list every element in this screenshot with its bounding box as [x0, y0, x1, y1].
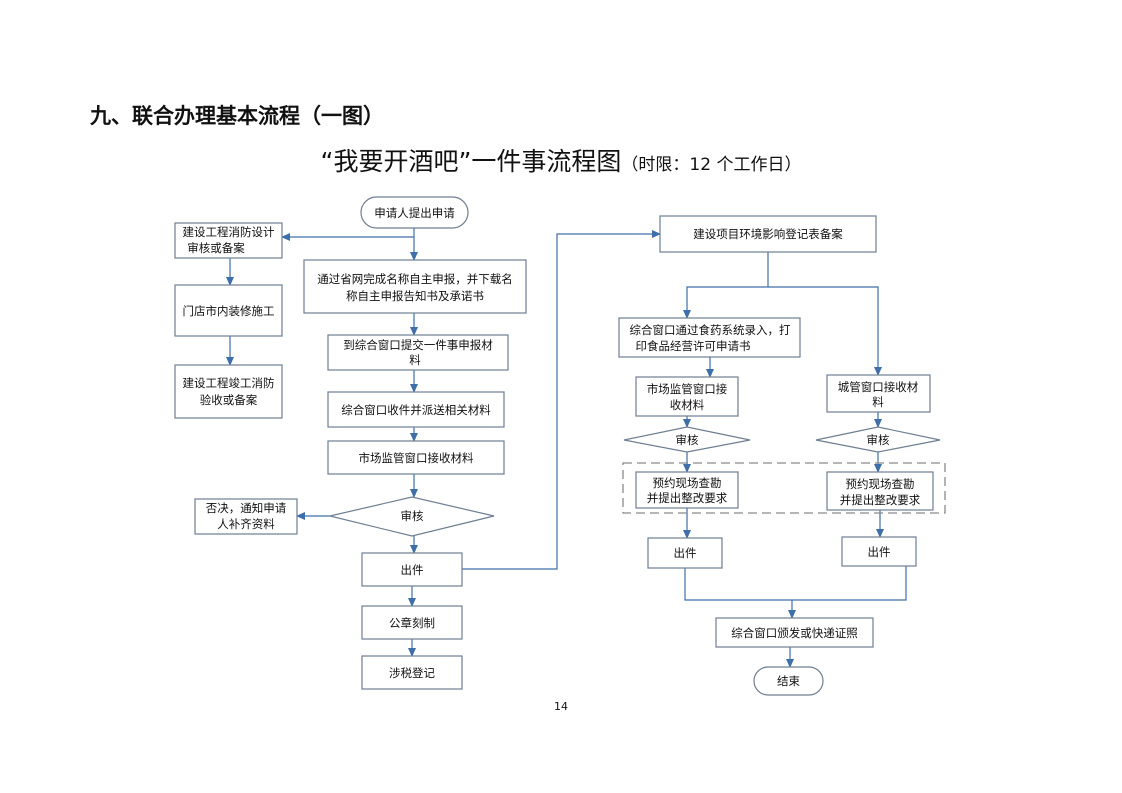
node-fire-design: 建设工程消防设计 审核或备案 — [174, 222, 283, 259]
node-reject-line-1: 否决，通知申请 — [206, 501, 287, 515]
node-fire-acceptance: 建设工程竣工消防 验收或备案 — [174, 364, 283, 419]
node-fire-acceptance-line-1: 建设工程竣工消防 — [183, 376, 275, 390]
node-certificate-label: 综合窗口颁发或快递证照 — [731, 626, 858, 640]
node-start: 申请人提出申请 — [360, 196, 469, 229]
node-submit: 到综合窗口提交一件事申报材 料 — [327, 334, 509, 371]
node-start-label: 申请人提出申请 — [374, 206, 455, 220]
flowchart-title: “我要开酒吧”一件事流程图（时限：12 个工作日） — [0, 142, 1122, 178]
node-inspect-left-line-2: 并提出整改要求 — [647, 491, 728, 505]
node-issue: 出件 — [361, 552, 463, 587]
node-market-receive-right-line-2: 收材料 — [670, 398, 705, 412]
section-title: 九、联合办理基本流程（一图） — [90, 104, 384, 128]
node-market-receive-right: 市场监管窗口接 收材料 — [635, 376, 739, 417]
node-issue-left-label: 出件 — [674, 546, 697, 560]
node-issue-label: 出件 — [401, 563, 424, 577]
node-decoration: 门店市内装修施工 — [174, 284, 283, 337]
node-urban-receive-line-2: 料 — [872, 395, 884, 409]
node-dispatch: 综合窗口收件并派送相关材料 — [327, 391, 505, 428]
node-market-receive-right-line-1: 市场监管窗口接 — [647, 382, 728, 396]
node-env-record-label: 建设项目环境影响登记表备案 — [693, 227, 843, 241]
node-reject-line-2: 人补齐资料 — [217, 517, 275, 531]
node-tax-label: 涉税登记 — [389, 666, 435, 680]
arrow-env-to-food-entry — [683, 252, 769, 319]
arrow-issue-to-env-record — [462, 230, 661, 570]
node-fire-design-line-2: 审核或备案 — [187, 241, 245, 255]
node-inspect-left: 预约现场查勘 并提出整改要求 — [635, 471, 739, 509]
node-inspect-right-line-2: 并提出整改要求 — [840, 493, 921, 507]
page-number: 14 — [554, 700, 568, 713]
node-review-left: 审核 — [623, 426, 751, 453]
main-title-text: “我要开酒吧”一件事流程图 — [320, 147, 622, 176]
node-env-record: 建设项目环境影响登记表备案 — [659, 215, 877, 253]
node-online-report: 通过省网完成名称自主申报，并下载名 称自主申报告知书及承诺书 — [303, 259, 527, 314]
node-issue-left: 出件 — [647, 537, 723, 569]
node-fire-design-line-1: 建设工程消防设计 — [183, 225, 275, 239]
node-online-report-line-2: 称自主申报告知书及承诺书 — [346, 289, 484, 303]
node-review-right: 审核 — [815, 426, 941, 453]
node-reject: 否决，通知申请 人补齐资料 — [194, 498, 298, 535]
node-seal-label: 公章刻制 — [389, 616, 435, 630]
inspection-group-frame — [622, 462, 946, 514]
arrow-env-to-urban — [768, 286, 882, 376]
node-urban-receive-line-1: 城管窗口接收材 — [838, 380, 919, 394]
connectors — [226, 228, 907, 668]
node-tax: 涉税登记 — [361, 655, 463, 690]
node-review-label: 审核 — [401, 509, 424, 523]
node-market-receive: 市场监管窗口接收材料 — [327, 440, 505, 475]
node-food-entry-line-1: 综合窗口通过食药系统录入，打 — [630, 323, 791, 337]
node-inspect-right-line-1: 预约现场查勘 — [846, 477, 915, 491]
node-urban-receive: 城管窗口接收材 料 — [826, 374, 931, 413]
node-submit-line-1: 到综合窗口提交一件事申报材 — [343, 338, 493, 352]
node-review-left-label: 审核 — [676, 433, 699, 447]
node-review: 审核 — [329, 496, 495, 537]
node-inspect-left-line-1: 预约现场查勘 — [653, 476, 722, 490]
node-online-report-line-1: 通过省网完成名称自主申报，并下载名 — [317, 272, 513, 286]
node-end-label: 结束 — [777, 674, 800, 688]
node-inspect-right: 预约现场查勘 并提出整改要求 — [826, 471, 934, 511]
node-food-entry-line-2: 印食品经营许可申请书 — [636, 339, 751, 353]
node-market-receive-label: 市场监管窗口接收材料 — [359, 451, 474, 465]
node-certificate: 综合窗口颁发或快递证照 — [715, 617, 874, 648]
node-review-right-label: 审核 — [867, 433, 890, 447]
node-food-entry: 综合窗口通过食药系统录入，打 印食品经营许可申请书 — [618, 317, 801, 358]
time-limit-text: （时限：12 个工作日） — [621, 155, 802, 175]
node-seal: 公章刻制 — [361, 605, 463, 640]
node-fire-acceptance-line-2: 验收或备案 — [200, 393, 258, 407]
node-issue-right: 出件 — [841, 536, 917, 567]
node-end: 结束 — [753, 666, 824, 696]
node-issue-right-label: 出件 — [868, 545, 891, 559]
arrow-issues-to-certificate — [684, 566, 907, 601]
node-submit-line-2: 料 — [409, 353, 421, 367]
node-dispatch-label: 综合窗口收件并派送相关材料 — [341, 403, 491, 417]
node-decoration-label: 门店市内装修施工 — [183, 304, 275, 318]
